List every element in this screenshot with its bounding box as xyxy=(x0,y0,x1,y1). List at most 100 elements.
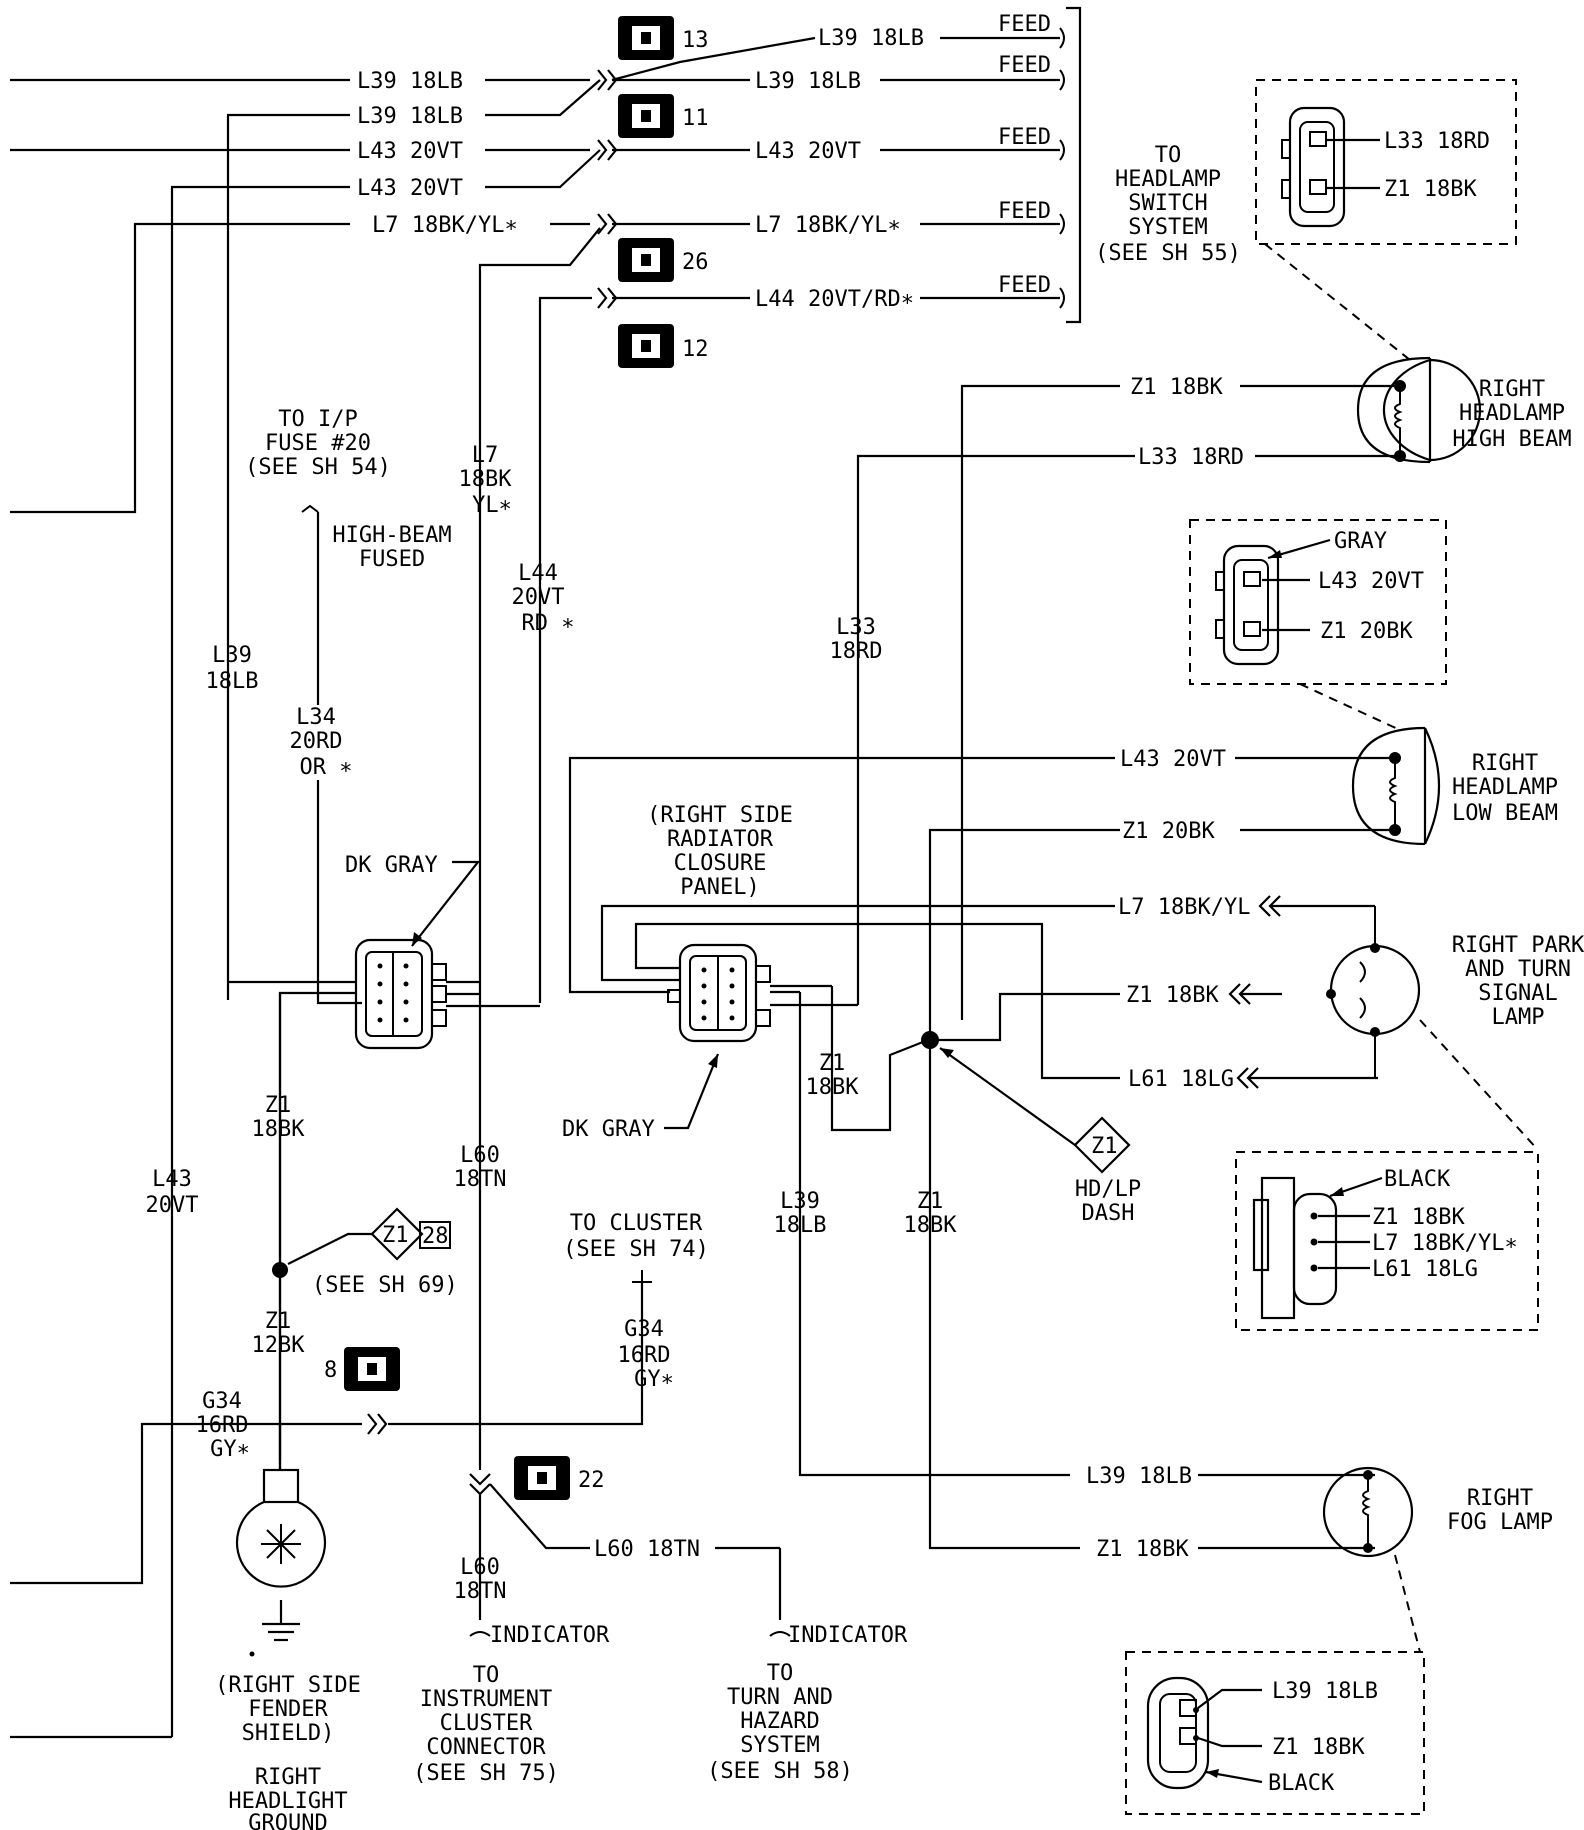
inset-color-black: BLACK xyxy=(1268,1771,1335,1796)
svg-text:18BK: 18BK xyxy=(806,1075,860,1100)
low-beam-lamp xyxy=(1351,726,1441,846)
wire-label: Z1 18BK xyxy=(1126,983,1219,1008)
svg-text:HAZARD: HAZARD xyxy=(740,1709,819,1734)
inset-color-black: BLACK xyxy=(1384,1167,1451,1192)
indicator-label: INDICATOR xyxy=(490,1623,610,1648)
svg-text:18LB: 18LB xyxy=(206,669,259,694)
svg-text:22: 22 xyxy=(578,1468,605,1493)
see-sh-69: (SEE SH 69) xyxy=(312,1273,458,1298)
svg-text:GY∗: GY∗ xyxy=(634,1367,674,1392)
wire-label: L43 20VT xyxy=(1120,747,1226,772)
inset-wire-label: Z1 20BK xyxy=(1320,619,1413,644)
svg-text:HEADLAMP: HEADLAMP xyxy=(1115,167,1221,192)
wire-label: L39 18LB xyxy=(357,69,463,94)
svg-text:FUSED: FUSED xyxy=(359,547,425,572)
connector-badge-12: 12 xyxy=(618,324,709,368)
svg-text:GY∗: GY∗ xyxy=(210,1437,250,1462)
svg-text:Z1: Z1 xyxy=(1091,1134,1118,1159)
ip-fuse-note: TO I/P FUSE #20 (SEE SH 54) xyxy=(245,407,391,480)
svg-text:8: 8 xyxy=(324,1358,337,1383)
svg-text:L39: L39 xyxy=(212,643,252,668)
turn-hazard-note: TO TURN AND HAZARD SYSTEM (SEE SH 58) xyxy=(707,1661,853,1784)
svg-text:OR ∗: OR ∗ xyxy=(300,755,353,780)
wire-label: L60 18TN xyxy=(594,1537,700,1562)
fog-connector-inset xyxy=(1146,1676,1263,1790)
svg-text:18LB: 18LB xyxy=(774,1213,827,1238)
connector-badge-13: 13 xyxy=(618,16,709,60)
high-beam-inset xyxy=(1255,79,1517,245)
svg-text:18RD: 18RD xyxy=(830,639,883,664)
svg-text:18TN: 18TN xyxy=(454,1167,507,1192)
radiator-connector-dk-gray xyxy=(667,943,858,1043)
wire-label: L39 18LB xyxy=(818,26,924,51)
svg-text:(SEE SH 58): (SEE SH 58) xyxy=(707,1759,853,1784)
splice-z1-28: Z1 28 xyxy=(370,1207,451,1261)
svg-text:26: 26 xyxy=(682,250,709,275)
hd-lp-dash-label: HD/LP DASH xyxy=(1075,1177,1141,1226)
svg-text:Z1: Z1 xyxy=(265,1093,292,1118)
inset-wire-label: Z1 18BK xyxy=(1272,1735,1365,1760)
svg-text:(SEE SH 55): (SEE SH 55) xyxy=(1095,241,1241,266)
l39-vertical-label: L39 18LB xyxy=(206,643,259,694)
l44-vertical-label: L44 20VT RD ∗ xyxy=(512,561,575,636)
splice-dot xyxy=(921,1031,939,1049)
svg-text:HEADLIGHT: HEADLIGHT xyxy=(228,1789,347,1814)
svg-text:AND TURN: AND TURN xyxy=(1465,957,1571,982)
svg-text:HEADLAMP: HEADLAMP xyxy=(1452,775,1558,800)
cluster-note: TO CLUSTER (SEE SH 74) xyxy=(563,1211,709,1262)
svg-text:SIGNAL: SIGNAL xyxy=(1478,981,1557,1006)
connector-badge-26: 26 xyxy=(618,238,709,282)
svg-text:FENDER: FENDER xyxy=(248,1697,328,1722)
fog-lamp-inset xyxy=(1125,1651,1425,1815)
svg-text:HD/LP: HD/LP xyxy=(1075,1177,1141,1202)
wire-label: Z1 20BK xyxy=(1122,819,1215,844)
feed-label: FEED xyxy=(998,53,1051,78)
svg-text:HIGH BEAM: HIGH BEAM xyxy=(1452,427,1571,452)
svg-text:(RIGHT SIDE: (RIGHT SIDE xyxy=(215,1673,361,1698)
svg-text:(SEE SH 75): (SEE SH 75) xyxy=(413,1761,559,1786)
svg-text:SWITCH: SWITCH xyxy=(1128,191,1207,216)
svg-text:Z1: Z1 xyxy=(382,1223,409,1248)
svg-text:L33: L33 xyxy=(836,615,876,640)
svg-text:G34: G34 xyxy=(202,1389,242,1414)
indicator-label: INDICATOR xyxy=(788,1623,908,1648)
svg-text:SHIELD): SHIELD) xyxy=(242,1721,335,1746)
low-beam-connector-inset xyxy=(1215,538,1331,666)
high-beam-label: RIGHT HEADLAMP HIGH BEAM xyxy=(1452,377,1571,452)
svg-text:L7: L7 xyxy=(472,443,499,468)
high-beam-lamp xyxy=(1356,356,1482,464)
svg-text:13: 13 xyxy=(682,28,709,53)
park-turn-connector-inset xyxy=(1252,1176,1383,1320)
wire-label: L7 18BK/YL∗ xyxy=(755,213,901,238)
svg-text:(SEE SH 54): (SEE SH 54) xyxy=(245,455,391,480)
svg-text:L44: L44 xyxy=(518,561,558,586)
l60-vertical-label: L60 18TN xyxy=(454,1143,507,1192)
low-beam-inset xyxy=(1189,519,1447,685)
instrument-note: TO INSTRUMENT CLUSTER CONNECTOR (SEE SH … xyxy=(413,1663,559,1786)
svg-text:L39: L39 xyxy=(780,1189,820,1214)
connector-badge-22: 22 xyxy=(514,1456,605,1500)
svg-text:TO: TO xyxy=(767,1661,794,1686)
inset-wire-label: Z1 18BK xyxy=(1372,1205,1465,1230)
inset-color-gray: GRAY xyxy=(1334,529,1387,554)
inset-wire-label: L39 18LB xyxy=(1272,1679,1378,1704)
svg-text:18TN: 18TN xyxy=(454,1579,507,1604)
svg-text:(SEE SH 74): (SEE SH 74) xyxy=(563,1237,709,1262)
svg-text:11: 11 xyxy=(682,106,709,131)
low-beam-label: RIGHT HEADLAMP LOW BEAM xyxy=(1452,751,1558,826)
svg-text:28: 28 xyxy=(422,1224,449,1249)
svg-text:18BK: 18BK xyxy=(252,1117,306,1142)
wire-label: L7 18BK/YL∗ xyxy=(372,213,518,238)
svg-text:L60: L60 xyxy=(460,1143,500,1168)
svg-text:TO CLUSTER: TO CLUSTER xyxy=(570,1211,703,1236)
svg-text:20VT: 20VT xyxy=(146,1193,199,1218)
z1-18bk-center-label: Z1 18BK xyxy=(904,1189,958,1238)
svg-text:CLOSURE: CLOSURE xyxy=(674,851,767,876)
svg-text:RADIATOR: RADIATOR xyxy=(667,827,774,852)
g34-right-label: G34 16RD GY∗ xyxy=(618,1317,674,1392)
svg-text:RIGHT: RIGHT xyxy=(1472,751,1538,776)
feed-label: FEED xyxy=(998,12,1051,37)
wire-label: L61 18LG xyxy=(1128,1067,1234,1092)
wire-label: L43 20VT xyxy=(755,139,861,164)
